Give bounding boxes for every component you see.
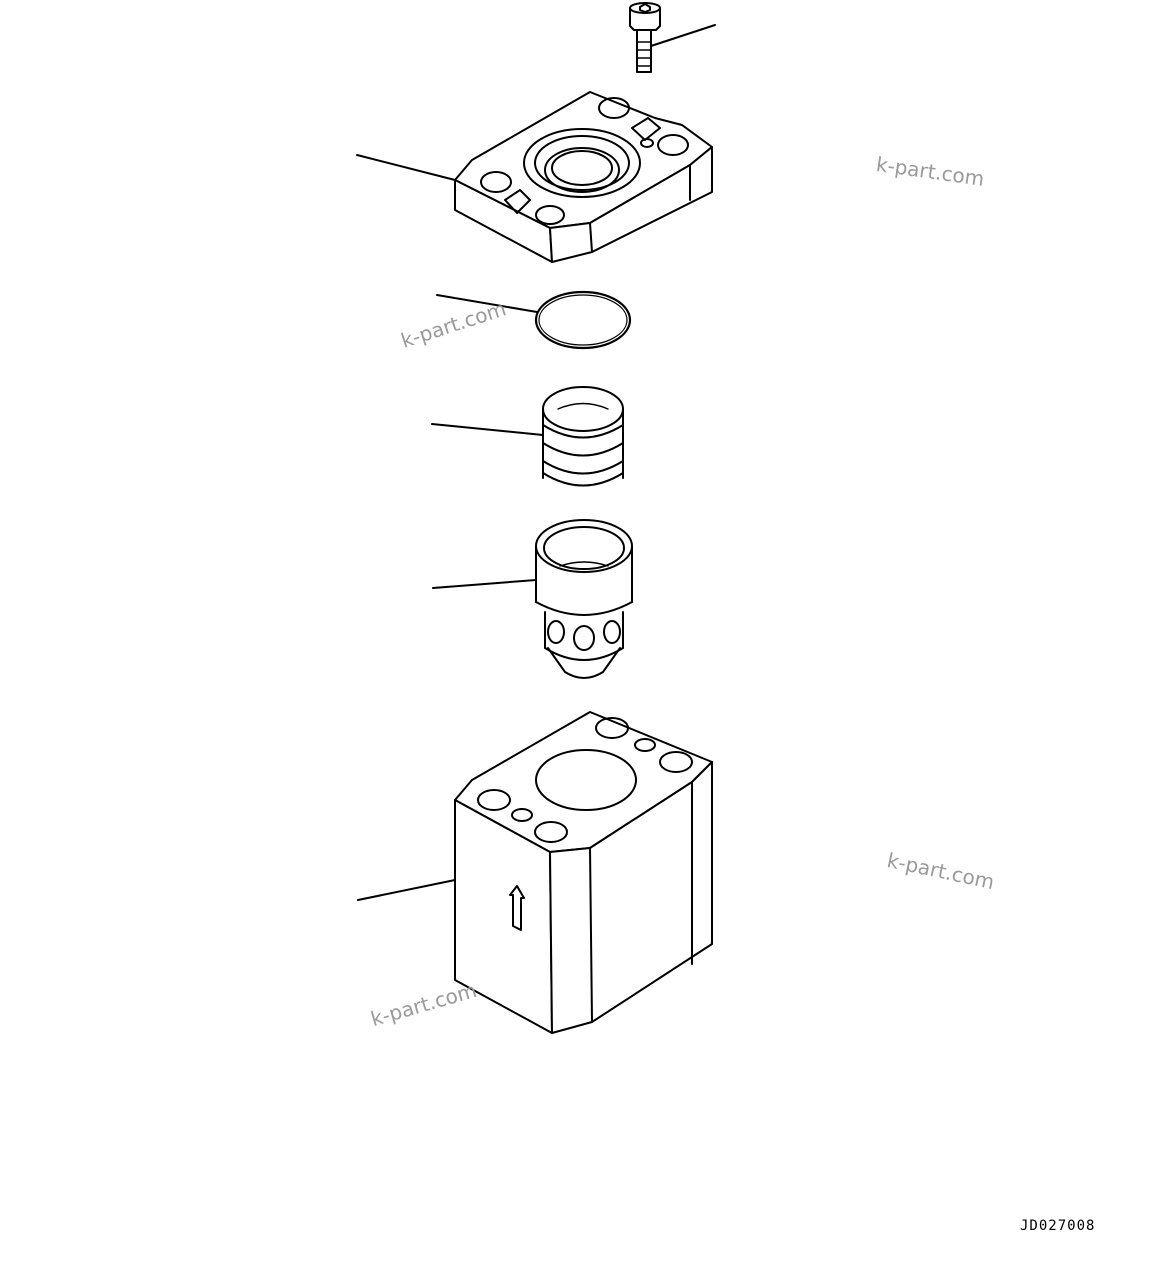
valve-body-block [358,712,712,1033]
leader-line-spring [432,424,543,435]
o-ring [437,292,630,348]
leader-line-bolt [651,25,715,46]
leader-line-body [358,880,455,900]
socket-head-bolt [630,3,715,72]
leader-line-cover [357,155,455,180]
leader-line-poppet [433,580,536,588]
cover-flange [357,92,712,262]
valve-poppet [433,520,632,678]
spring [432,387,623,486]
drawing-code: JD027008 [1020,1218,1096,1234]
leader-line-o-ring [437,295,537,312]
